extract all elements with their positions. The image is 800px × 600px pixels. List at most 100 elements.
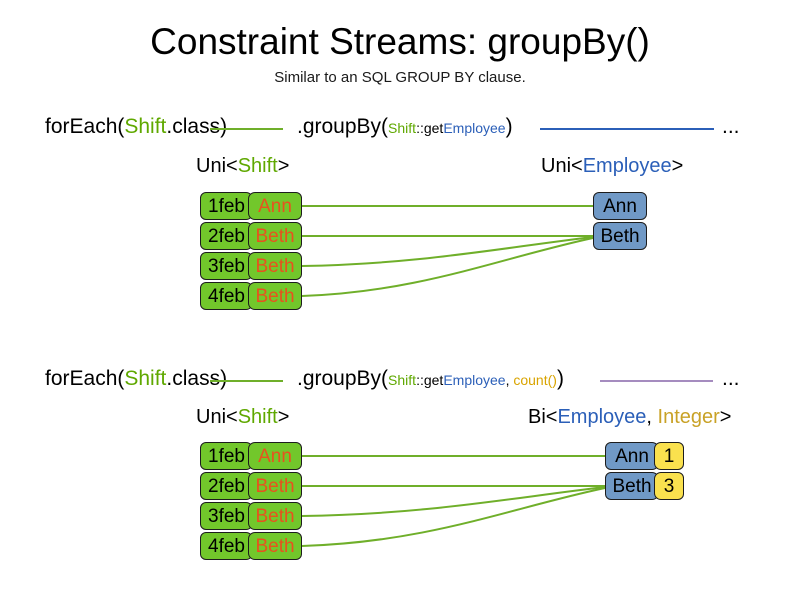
shift-date-cell: 4feb [200,282,253,310]
shift-fact-row[interactable]: 3feb Beth [200,502,302,530]
type-right-mid-2: , [646,406,658,428]
type-right-type2-2: Integer [657,406,720,428]
foreach-class-2: .class) [166,367,228,390]
page-title: Constraint Streams: groupBy() [150,21,650,62]
shift-name-text: Beth [255,475,295,497]
type-right-suffix-1: > [671,155,684,177]
employee-name-text: Ann [615,445,649,467]
shift-name-cell: Ann [248,192,302,220]
foreach-keyword-1: forEach( [45,115,125,138]
link-line-groupby-result-2 [600,380,713,382]
code-groupby-1: .groupBy(Shift::getEmployee) [297,114,513,141]
groupby-arg-sep-2: ::get [416,372,444,388]
employee-name-text: Beth [600,225,640,247]
employee-name-cell: Beth [605,472,659,500]
shift-fact-row[interactable]: 4feb Beth [200,282,302,310]
type-right-prefix-1: Uni< [541,155,583,177]
employee-count-text: 3 [663,475,675,497]
shift-fact-row[interactable]: 1feb Ann [200,192,302,220]
link-3feb-beth [301,236,594,267]
employee-fact-row[interactable]: Ann [593,192,647,220]
employee-count-cell: 1 [654,442,684,470]
link-line-foreach-groupby-1 [210,128,283,130]
shift-fact-row[interactable]: 2feb Beth [200,472,302,500]
type-left-prefix-1: Uni< [196,155,238,177]
groupby-arg-prop-2: Employee [443,372,506,388]
employee-name-cell: Beth [593,222,647,250]
employee-name-cell: Ann [605,442,659,470]
link2-3feb-beth [301,486,606,517]
shift-name-cell: Beth [248,252,302,280]
shift-name-text: Beth [255,225,295,247]
employee-name-text: Ann [603,195,637,217]
type-left-prefix-2: Uni< [196,406,238,428]
groupby-arg-prop-1: Employee [443,120,506,136]
groupby-close-1: ) [505,115,513,138]
employee-count-row[interactable]: Beth 3 [605,472,684,500]
type-left-suffix-1: > [277,155,290,177]
groupby-arg-comma-2: , [505,372,514,388]
shift-date-text: 4feb [208,285,245,307]
shift-date-text: 3feb [208,255,245,277]
employee-count-cell: 3 [654,472,684,500]
type-right-type-2: Employee [557,406,647,428]
groupby-arg-class-1: Shift [388,120,417,136]
type-left-suffix-2: > [277,406,290,428]
shift-date-cell: 2feb [200,472,253,500]
shift-name-cell: Ann [248,442,302,470]
shift-name-cell: Beth [248,502,302,530]
type-label-right-2: Bi<Employee, Integer> [528,405,731,429]
type-left-type-1: Shift [237,155,278,177]
link2-4feb-beth [301,487,606,547]
ellipsis-2: ... [722,367,740,390]
type-right-prefix-2: Bi< [528,406,558,428]
link-4feb-beth [301,237,594,297]
code-line-2: forEach(Shift.class) [45,366,227,392]
shift-name-cell: Beth [248,222,302,250]
shift-date-text: 4feb [208,535,245,557]
foreach-type-2: Shift [124,367,167,390]
shift-fact-row[interactable]: 1feb Ann [200,442,302,470]
shift-fact-row[interactable]: 3feb Beth [200,252,302,280]
code-line-1: forEach(Shift.class) [45,114,227,140]
type-label-right-1: Uni<Employee> [541,154,683,178]
shift-date-text: 1feb [208,445,245,467]
ellipsis-1: ... [722,115,740,138]
shift-name-cell: Beth [248,472,302,500]
employee-name-cell: Ann [593,192,647,220]
shift-name-text: Beth [255,535,295,557]
shift-name-cell: Beth [248,532,302,560]
shift-date-cell: 1feb [200,442,253,470]
shift-name-text: Beth [255,285,295,307]
employee-count-text: 1 [663,445,675,467]
groupby-keyword-1: .groupBy( [297,115,389,138]
shift-name-text: Beth [255,505,295,527]
employee-count-row[interactable]: Ann 1 [605,442,684,470]
shift-date-cell: 1feb [200,192,253,220]
code-groupby-2: .groupBy(Shift::getEmployee, count()) [297,366,564,393]
type-label-left-1: Uni<Shift> [196,154,289,178]
page-subtitle: Similar to an SQL GROUP BY clause. [274,69,526,86]
type-label-left-2: Uni<Shift> [196,405,289,429]
shift-date-cell: 3feb [200,252,253,280]
employee-name-text: Beth [612,475,652,497]
shift-name-text: Beth [255,255,295,277]
shift-date-text: 2feb [208,225,245,247]
shift-name-text: Ann [258,195,292,217]
shift-fact-row[interactable]: 2feb Beth [200,222,302,250]
groupby-close-2: ) [556,367,564,390]
shift-date-cell: 4feb [200,532,253,560]
type-left-type-2: Shift [237,406,278,428]
shift-date-text: 3feb [208,505,245,527]
employee-fact-row[interactable]: Beth [593,222,647,250]
groupby-arg-class-2: Shift [388,372,417,388]
shift-name-text: Ann [258,445,292,467]
type-right-suffix-2: > [719,406,732,428]
foreach-keyword-2: forEach( [45,367,125,390]
shift-fact-row[interactable]: 4feb Beth [200,532,302,560]
shift-date-text: 2feb [208,475,245,497]
groupby-arg-count-2: count() [513,372,557,388]
link-line-groupby-result-1 [540,128,714,130]
